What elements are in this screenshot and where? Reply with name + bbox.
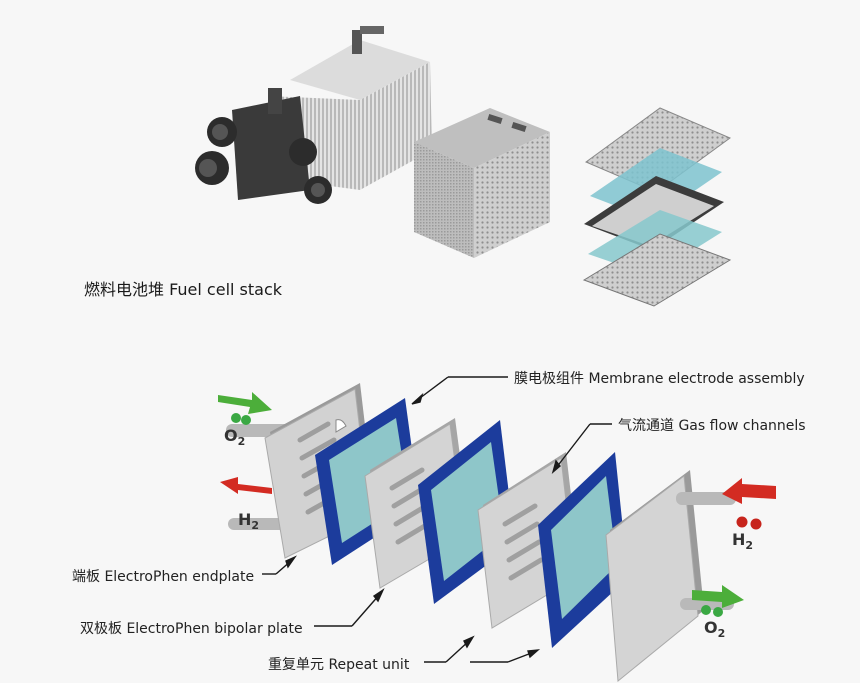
stack-assembly-image [195,26,432,204]
stack-core-image [414,108,550,258]
label-bipolar-plate: 双极板 ElectroPhen bipolar plate [80,621,303,637]
o2-label-left: O2 [224,426,246,449]
o2-label-right: O2 [704,618,726,641]
h2-in-arrow-icon [722,478,776,504]
stack-port-3 [289,138,317,166]
h2-inlet-pipe [676,492,736,505]
layer-5 [582,233,732,307]
o2-molecule-icon-left [231,413,251,425]
o2-molecule-icon-right [701,605,723,617]
exploded-layers-image [582,107,732,307]
label-endplate: 端板 ElectroPhen endplate [72,569,255,585]
mea-3 [538,452,628,648]
stack-top-face [290,40,430,100]
stack-pipe-top [352,30,362,54]
right-endplate [605,470,704,682]
core-side-face [474,132,550,258]
h2-label-left: H2 [238,510,260,533]
label-gas-flow-channels: 气流通道 Gas flow channels [618,418,806,434]
hand-cursor-icon [335,419,347,433]
h2-out-arrow-icon [220,477,272,494]
h2-molecule-icon-right [736,516,762,530]
o2-out-arrow-icon [692,585,744,608]
h2-label-right: H2 [732,530,754,553]
label-membrane-electrode-assembly: 膜电极组件 Membrane electrode assembly [514,371,805,387]
core-front-face [414,142,474,258]
h2-outlet-pipe [228,518,288,530]
o2-in-arrow-icon [218,392,272,414]
page-title: 燃料电池堆 Fuel cell stack [84,280,283,299]
leader-lines [262,376,612,663]
label-repeat-unit: 重复单元 Repeat unit [268,657,410,673]
stack-endplate [232,96,310,200]
